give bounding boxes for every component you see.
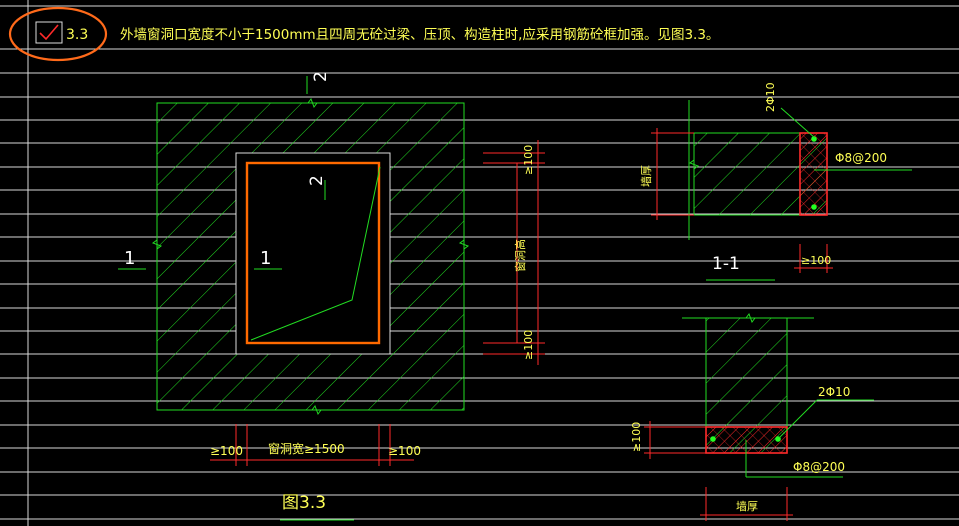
stirrup-label-2-2: Φ8@200 xyxy=(793,460,845,474)
dim-top: ≥100 xyxy=(522,145,535,175)
section-1-1-title: 1-1 xyxy=(712,254,740,274)
figure-caption: 图3.3 xyxy=(282,493,326,513)
opening-outline xyxy=(235,152,391,355)
section-1-1-dim: ≥100 xyxy=(801,254,831,267)
markup-circle xyxy=(8,6,108,62)
section-mark-inner: 2 xyxy=(307,175,327,186)
item-number: 3.3 xyxy=(66,27,88,43)
break-mark-top xyxy=(307,97,318,109)
rebar-dot xyxy=(710,436,716,442)
section-2-2: 2Φ10 Φ8@200 ≥100 墙厚 xyxy=(630,312,874,521)
section-mark-top: 2 xyxy=(311,71,331,82)
dim-bottom: ≥100 xyxy=(522,330,535,360)
section-2-2-dim: ≥100 xyxy=(630,422,643,452)
window-swing-line xyxy=(250,166,381,341)
break-mark-right xyxy=(458,239,470,250)
section-1-1: 2Φ10 Φ8@200 墙厚 1-1 ≥100 xyxy=(639,82,912,281)
section-mark-inner-left: 1 xyxy=(260,248,271,269)
dim-left: ≥100 xyxy=(210,444,243,458)
window-elevation: 2 2 1 1 ≥100 窗洞高 ≥100 ≥100 窗洞宽≥1500 ≥100 xyxy=(118,71,545,521)
section-mark-left: 1 xyxy=(124,248,135,269)
dim-width: 窗洞宽≥1500 xyxy=(268,441,345,456)
note-text: 外墙窗洞口宽度不小于1500mm且四周无砼过梁、压顶、构造柱时,应采用钢筋砼框加… xyxy=(120,26,719,43)
rebar-dot xyxy=(811,204,817,210)
dim-right: ≥100 xyxy=(388,444,421,458)
concrete-frame xyxy=(245,161,381,345)
break-mark-bottom xyxy=(311,404,322,416)
stirrup-label: Φ8@200 xyxy=(835,151,887,165)
rebar-dot xyxy=(811,136,817,142)
dim-window-height: 窗洞高 xyxy=(513,239,527,272)
wall-thickness-label-2-2: 墙厚 xyxy=(736,499,758,513)
wall-thickness-label: 墙厚 xyxy=(639,165,653,187)
break-mark-left xyxy=(151,239,163,250)
rebar-top-label: 2Φ10 xyxy=(764,82,777,112)
rebar-label-2-2: 2Φ10 xyxy=(818,385,850,399)
check-mark-icon xyxy=(39,24,59,41)
